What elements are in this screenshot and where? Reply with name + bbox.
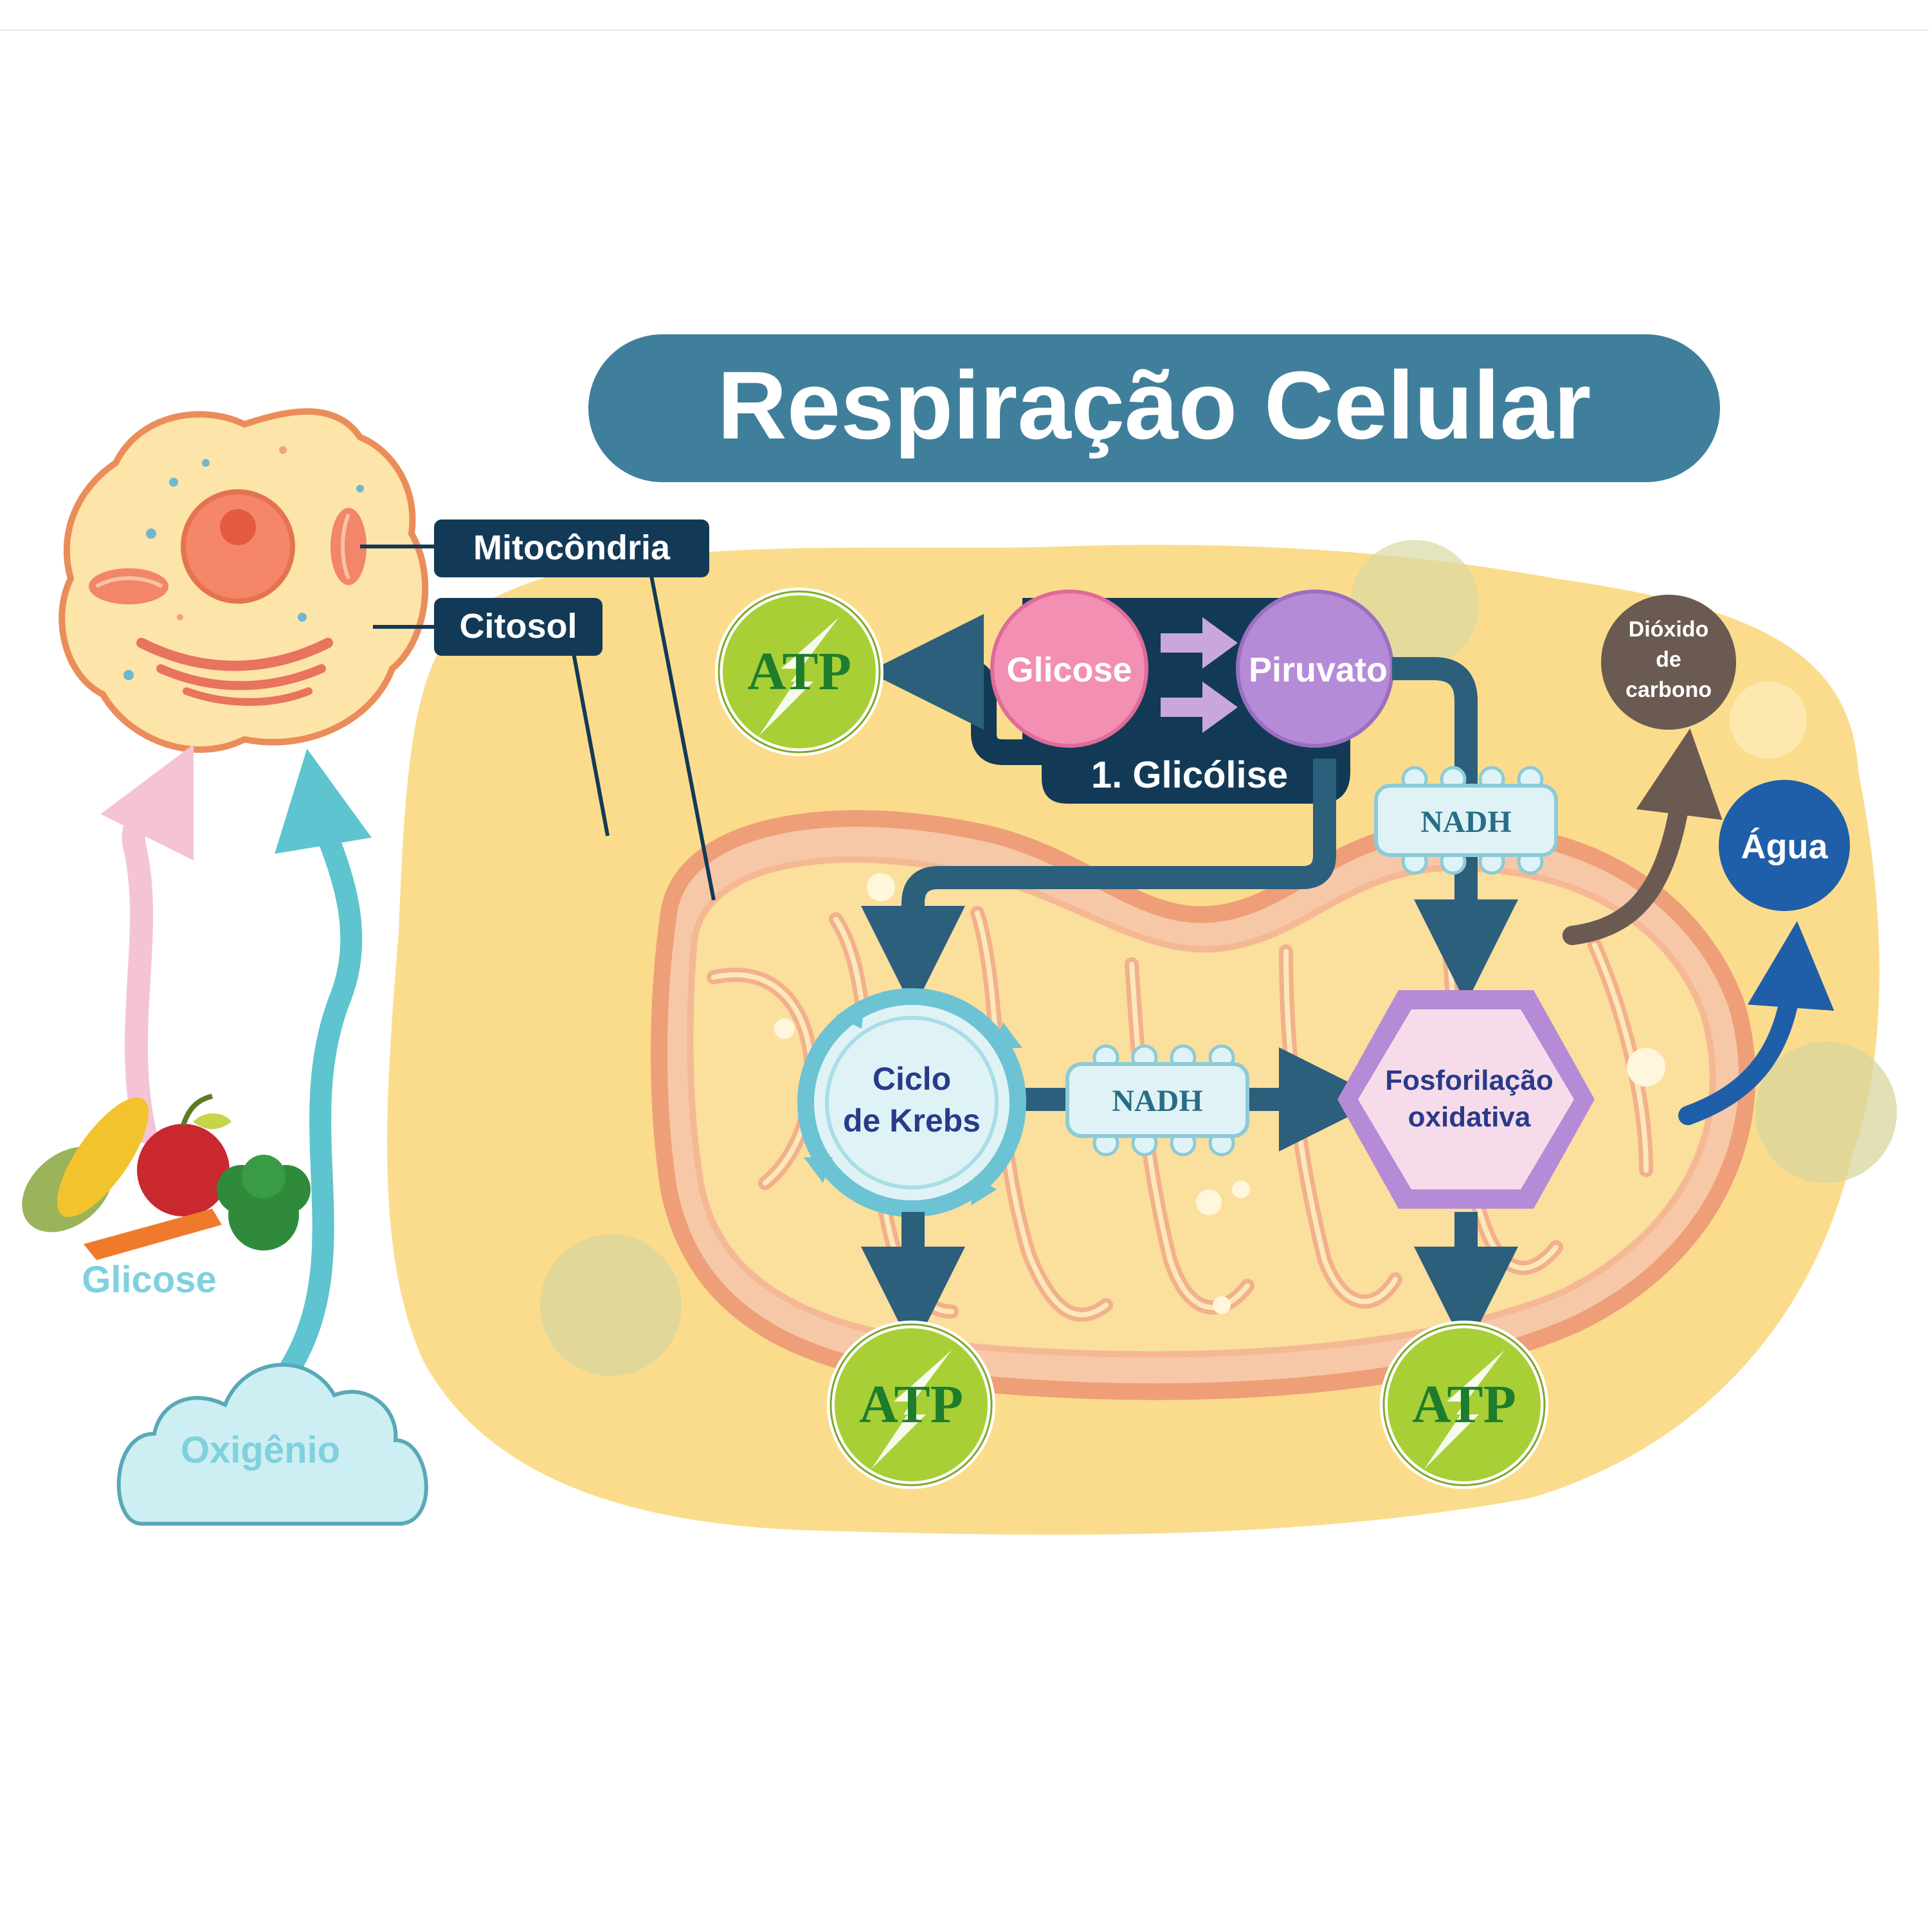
atp-krebs-label: ATP [859,1375,963,1434]
food-icon [22,1094,311,1260]
mitocondria-label-text: Mitocôndria [473,528,671,567]
dioxido-label-line3: carbono [1626,678,1712,702]
top-divider [0,30,1929,31]
cell-illustration [59,408,429,753]
krebs-cycle-node: Ciclo de Krebs [797,988,1026,1217]
dioxido-node [1601,595,1736,730]
label-leader-lines [360,545,716,901]
dioxido-label-line2: de [1656,647,1681,672]
oxigenio-label: Oxigênio [181,1429,340,1471]
piruvato-to-krebs-arrow [861,759,1336,1010]
page-title: Respiração Celular [718,351,1591,459]
oxigenio-cloud: Oxigênio [116,1362,428,1526]
glicose-input-arrow [100,744,194,1143]
atp-fosforilacao-badge: ATP [1380,1321,1548,1489]
piruvato-node-label: Piruvato [1249,651,1388,689]
atp-krebs-badge: ATP [827,1321,995,1489]
piruvato-to-fosforilacao-arrow [1392,657,1518,1004]
atp-glicolise-label: ATP [747,642,851,701]
glicose-to-piruvato-arrows [1161,617,1238,733]
dioxido-label-line1: Dióxido [1629,617,1709,642]
oxigenio-input-arrow [275,748,372,1380]
glicolise-atp-arrow [868,614,1067,765]
title-banner: Respiração Celular [588,334,1720,482]
glicose-node-label: Glicose [1006,651,1132,689]
nadh-mid-box: NADH [1065,1044,1249,1157]
krebs-label-line2: de Krebs [843,1103,981,1139]
agua-node [1719,780,1850,911]
glicose-node [990,590,1148,748]
nadh-top-box: NADH [1374,766,1558,875]
citosol-label: Citosol [434,598,602,656]
agua-label: Água [1741,827,1829,866]
fosforilacao-node: Fosforilação oxidativa [1337,990,1595,1209]
krebs-label-line1: Ciclo [873,1061,951,1097]
glicolise-label: 1. Glicólise [1091,754,1288,796]
dioxido-output-arrow [1562,728,1723,945]
glicose-food-label: Glicose [82,1259,217,1301]
atp-fosforilacao-label: ATP [1412,1375,1516,1434]
agua-output-arrow [1678,921,1834,1125]
fosforilacao-label-line2: oxidativa [1408,1101,1531,1133]
nadh-top-label: NADH [1420,805,1511,839]
mitocondria-label: Mitocôndria [434,519,709,577]
atp-glicolise-badge: ATP [715,588,883,756]
citosol-label-text: Citosol [460,607,577,646]
nadh-mid-label: NADH [1112,1084,1202,1118]
fosforilacao-label-line1: Fosforilação [1385,1065,1553,1096]
